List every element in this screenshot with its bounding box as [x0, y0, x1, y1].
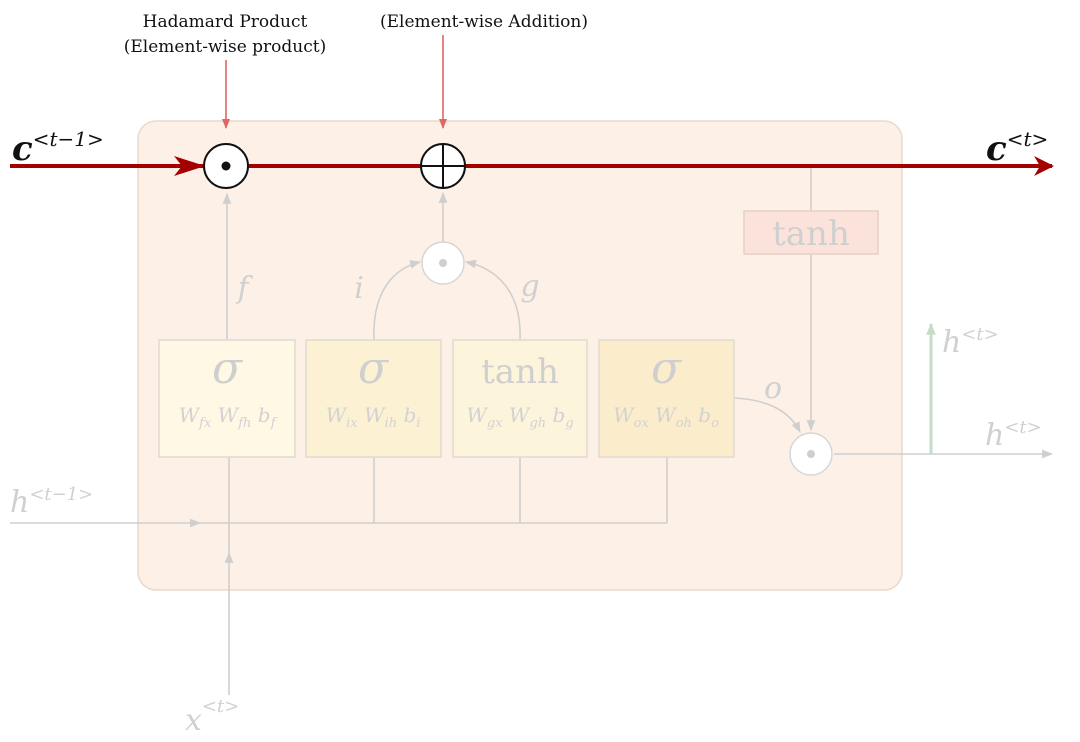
- hadamard-title: Hadamard Product: [143, 12, 308, 32]
- gate-candidate: tanh Wgx Wgh bg: [452, 339, 588, 458]
- addition-title: (Element-wise Addition): [380, 12, 588, 32]
- gate-input-activation: σ: [358, 343, 390, 394]
- hidden-out-up-label: h<t>: [942, 324, 999, 360]
- cell-state-in-label: c<t−1>: [12, 127, 104, 169]
- candidate-curve: [464, 259, 521, 341]
- gate-forget-weights: Wfx Wfh bf: [179, 403, 278, 431]
- gate-input-weights: Wix Wih bi: [326, 403, 421, 431]
- internal-connections: [10, 166, 1054, 695]
- label-i: i: [354, 271, 364, 306]
- addition-operator: [420, 143, 466, 189]
- label-o: o: [764, 371, 782, 406]
- gate-forget: σ Wfx Wfh bf: [158, 339, 296, 458]
- output-tanh-label: tanh: [772, 214, 850, 254]
- label-g: g: [520, 269, 539, 304]
- hidden-in-label: h<t−1>: [10, 484, 93, 520]
- gate-output: σ Wox Woh bo: [598, 339, 735, 458]
- output-multiply-node: [789, 432, 833, 476]
- gate-candidate-box: [452, 339, 588, 458]
- gate-input: σ Wix Wih bi: [305, 339, 442, 458]
- gate-input-box: [305, 339, 442, 458]
- hadamard-operator: [203, 143, 249, 189]
- hidden-out-right-label: h<t>: [985, 417, 1042, 453]
- gate-forget-box: [158, 339, 296, 458]
- input-gate-curve: [373, 260, 422, 341]
- output-gate-curve: [734, 397, 801, 433]
- cell-state-out-label: c<t>: [986, 127, 1048, 169]
- gate-candidate-activation: tanh: [481, 352, 559, 392]
- gate-candidate-weights: Wgx Wgh bg: [466, 403, 573, 431]
- output-tanh-box: [743, 210, 879, 255]
- gate-output-activation: σ: [651, 343, 683, 394]
- input-x-label: x<t>: [185, 696, 239, 738]
- cell-state-in-arrowhead: [174, 156, 205, 176]
- gate-forget-activation: σ: [212, 343, 244, 394]
- input-multiply-node: [421, 241, 465, 285]
- hadamard-subtitle: (Element-wise product): [124, 37, 326, 57]
- gate-output-box: [598, 339, 735, 458]
- gate-output-weights: Wox Woh bo: [613, 403, 719, 431]
